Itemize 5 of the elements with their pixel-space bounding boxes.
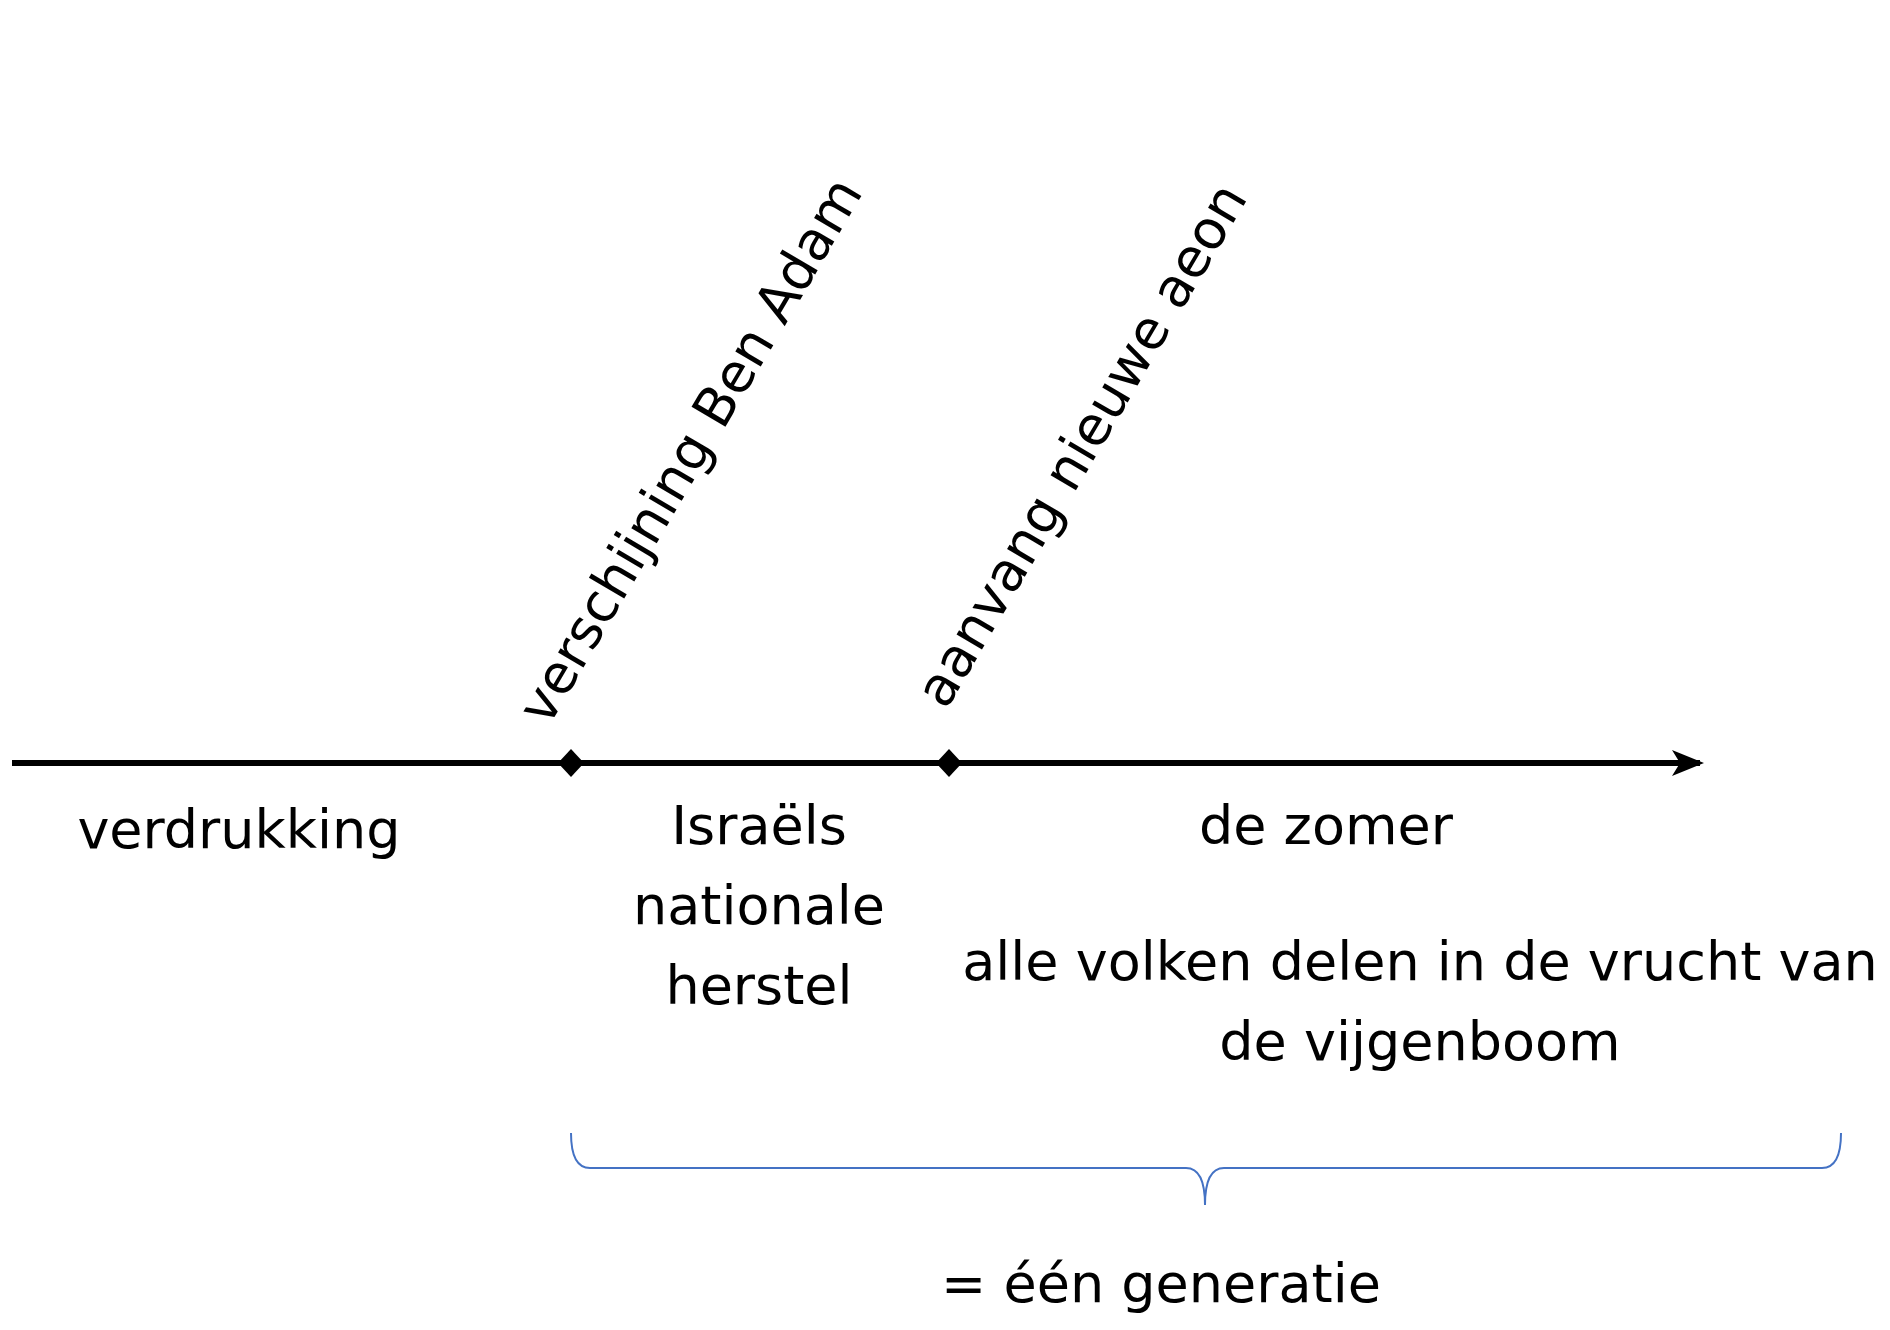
brace-label: = één generatie bbox=[940, 1251, 1382, 1317]
period-label: de zomer bbox=[1197, 793, 1455, 859]
period-label: Israëls nationale herstel bbox=[631, 793, 887, 1019]
period-label: verdrukking bbox=[76, 797, 402, 863]
period-description: alle volken delen in de vrucht van de vijgenboom bbox=[961, 929, 1879, 1075]
